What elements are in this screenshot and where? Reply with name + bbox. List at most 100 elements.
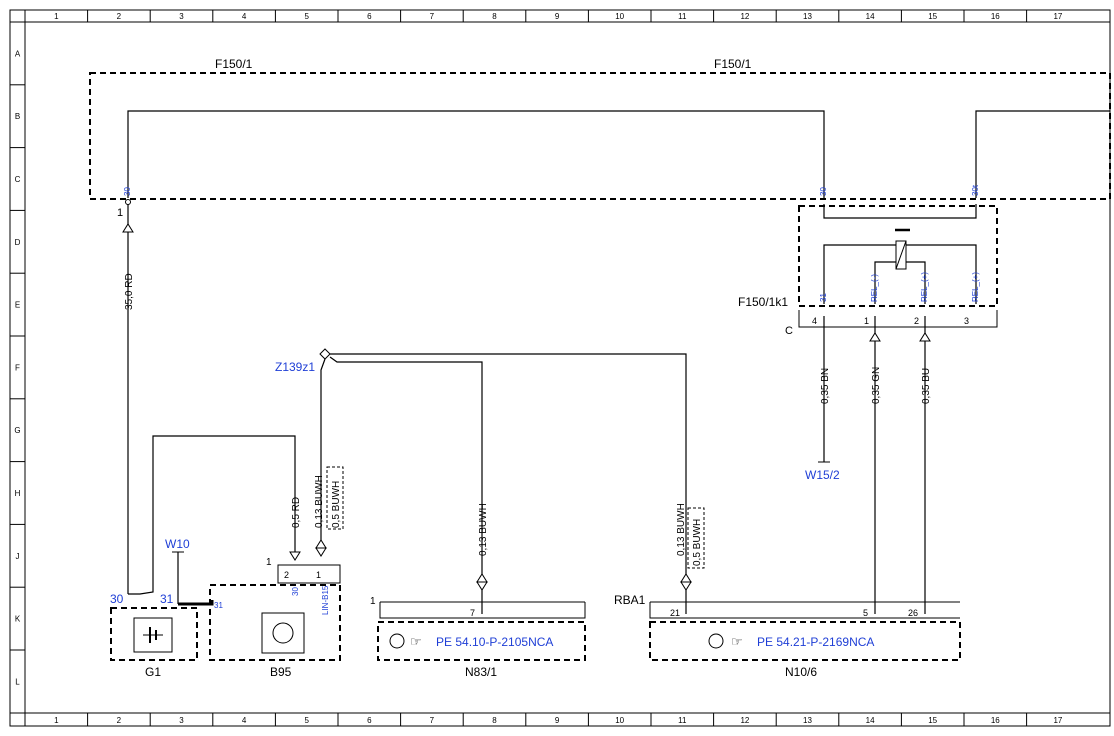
hand-pointer-icon: ☞ xyxy=(731,634,743,649)
lin-bus-wire-n83 xyxy=(329,356,483,574)
n10-label: N10/6 xyxy=(785,665,817,679)
g1-pin-30: 30 xyxy=(110,592,124,606)
connector-arrow xyxy=(315,547,327,557)
node-w15-2: W15/2 xyxy=(805,468,840,482)
relay-pin-rel-plus: REL_(+) xyxy=(920,272,929,302)
grid-col-label: 2 xyxy=(117,12,122,21)
grid-row-label: J xyxy=(16,552,20,561)
wire-label-n10-a: 0,13 BUWH xyxy=(676,503,687,556)
transistor-icon xyxy=(389,633,405,649)
grid-col-label: 3 xyxy=(179,716,184,725)
b95-pin-30: 30 xyxy=(291,587,300,596)
terminal-30 xyxy=(125,199,131,205)
grid-row-label: H xyxy=(15,489,21,498)
connector-arrow xyxy=(680,573,692,583)
grid-row-label: C xyxy=(15,175,21,184)
grid-row-label: G xyxy=(14,426,20,435)
fuse-box-outline xyxy=(89,72,1111,200)
node-w10: W10 xyxy=(165,537,190,551)
fuse-internal-wire-right xyxy=(975,110,1110,198)
b95-pin-31: 31 xyxy=(214,601,223,610)
wire-label-n10-b: 0,5 BUWH xyxy=(692,519,703,566)
wire-label-n83: 0,13 BUWH xyxy=(478,503,489,556)
connector-arrow xyxy=(476,573,488,583)
connector-arrow xyxy=(476,581,488,591)
grid-row-label: F xyxy=(15,363,20,372)
wire-alt-box xyxy=(326,466,344,530)
splice-label: Z139z1 xyxy=(275,360,315,374)
grid-col-label: 6 xyxy=(367,716,372,725)
fuse-box-label-right: F150/1 xyxy=(714,57,752,71)
grid-row-label: K xyxy=(15,615,21,624)
grid-col-label: 5 xyxy=(304,12,309,21)
n10-rba-label: RBA1 xyxy=(614,593,646,607)
relay-internal-wire xyxy=(823,204,977,219)
sensor-symbol-box xyxy=(261,612,305,654)
b95-red-wire xyxy=(128,435,296,595)
grid-col-label: 4 xyxy=(242,716,247,725)
n10-outline xyxy=(649,621,961,661)
frame xyxy=(9,9,1111,727)
relay-pin-rel-minus: REL_(-) xyxy=(870,274,879,302)
relay-connector-c: C xyxy=(785,325,793,337)
splice-z139z1 xyxy=(319,348,331,360)
n10-pin-26: 26 xyxy=(908,608,918,618)
relay-connector-bar xyxy=(798,310,998,328)
relay-num-4: 4 xyxy=(812,316,817,326)
grid-col-label: 9 xyxy=(555,12,560,21)
n83-connector xyxy=(379,602,586,619)
n83-pin-7: 7 xyxy=(470,608,475,618)
wire-label-b95-buwh2: 0,5 BUWH xyxy=(331,481,342,528)
b95-pin-1: 1 xyxy=(316,570,321,580)
grid-row-label: L xyxy=(15,677,20,686)
grid-col-label: 3 xyxy=(179,12,184,21)
ground-strap xyxy=(178,600,214,606)
grid-col-label: 7 xyxy=(430,12,435,21)
relay-label: F150/1k1 xyxy=(738,295,788,309)
n10-reference-link[interactable]: PE 54.21-P-2169NCA xyxy=(757,635,874,649)
wire-label-b95-red: 0,5 RD xyxy=(291,497,302,528)
lin-bus-wire-n10 xyxy=(330,353,687,574)
pin-1-label: 1 xyxy=(117,207,123,219)
wire-label-gn: 0,35 GN xyxy=(871,367,882,404)
wire-label-main: 35,0 RD xyxy=(124,273,135,310)
grid-columns: 1122334455667788991010111112121313141415… xyxy=(24,10,1063,726)
relay-coil-mark xyxy=(895,240,907,270)
grid-col-label: 11 xyxy=(678,12,687,21)
wire-alt-box-n10 xyxy=(687,507,705,569)
grid-col-label: 7 xyxy=(430,716,435,725)
pin-30-mid: 30 xyxy=(819,187,828,196)
connector-arrow xyxy=(680,581,692,591)
grid-col-label: 11 xyxy=(678,716,687,725)
n10-connector xyxy=(649,602,960,619)
relay-num-1: 1 xyxy=(864,316,869,326)
b95-connector xyxy=(277,564,341,584)
relay-coil-wire-left xyxy=(874,261,896,304)
b95-pin-2: 2 xyxy=(284,570,289,580)
n83-outline xyxy=(377,621,586,661)
n10-pin-5: 5 xyxy=(863,608,868,618)
relay-pin-rel-plus-2: REL_(+) xyxy=(971,272,980,302)
hand-pointer-icon: ☞ xyxy=(410,634,422,649)
g1-pin-31: 31 xyxy=(160,592,174,606)
grid-col-label: 14 xyxy=(866,12,875,21)
transistor-icon xyxy=(708,633,724,649)
grid-col-label: 6 xyxy=(367,12,372,21)
grid-col-label: 1 xyxy=(54,716,59,725)
relay-coil-wire-right xyxy=(906,261,926,304)
grid-col-label: 5 xyxy=(304,716,309,725)
g1-label: G1 xyxy=(145,665,161,679)
connector-arrow xyxy=(919,332,931,342)
n83-reference-link[interactable]: PE 54.10-P-2105NCA xyxy=(436,635,553,649)
grid-col-label: 10 xyxy=(615,716,624,725)
grid-col-label: 9 xyxy=(555,716,560,725)
grid-col-label: 12 xyxy=(740,12,749,21)
fuse-internal-wire xyxy=(127,110,825,198)
n83-pin-1: 1 xyxy=(370,596,376,607)
connector-arrow xyxy=(869,332,881,342)
wire-label-bn: 0,35 BN xyxy=(820,368,831,404)
grid-col-label: 16 xyxy=(991,12,1000,21)
lin-bus-wire-b95 xyxy=(320,358,326,540)
